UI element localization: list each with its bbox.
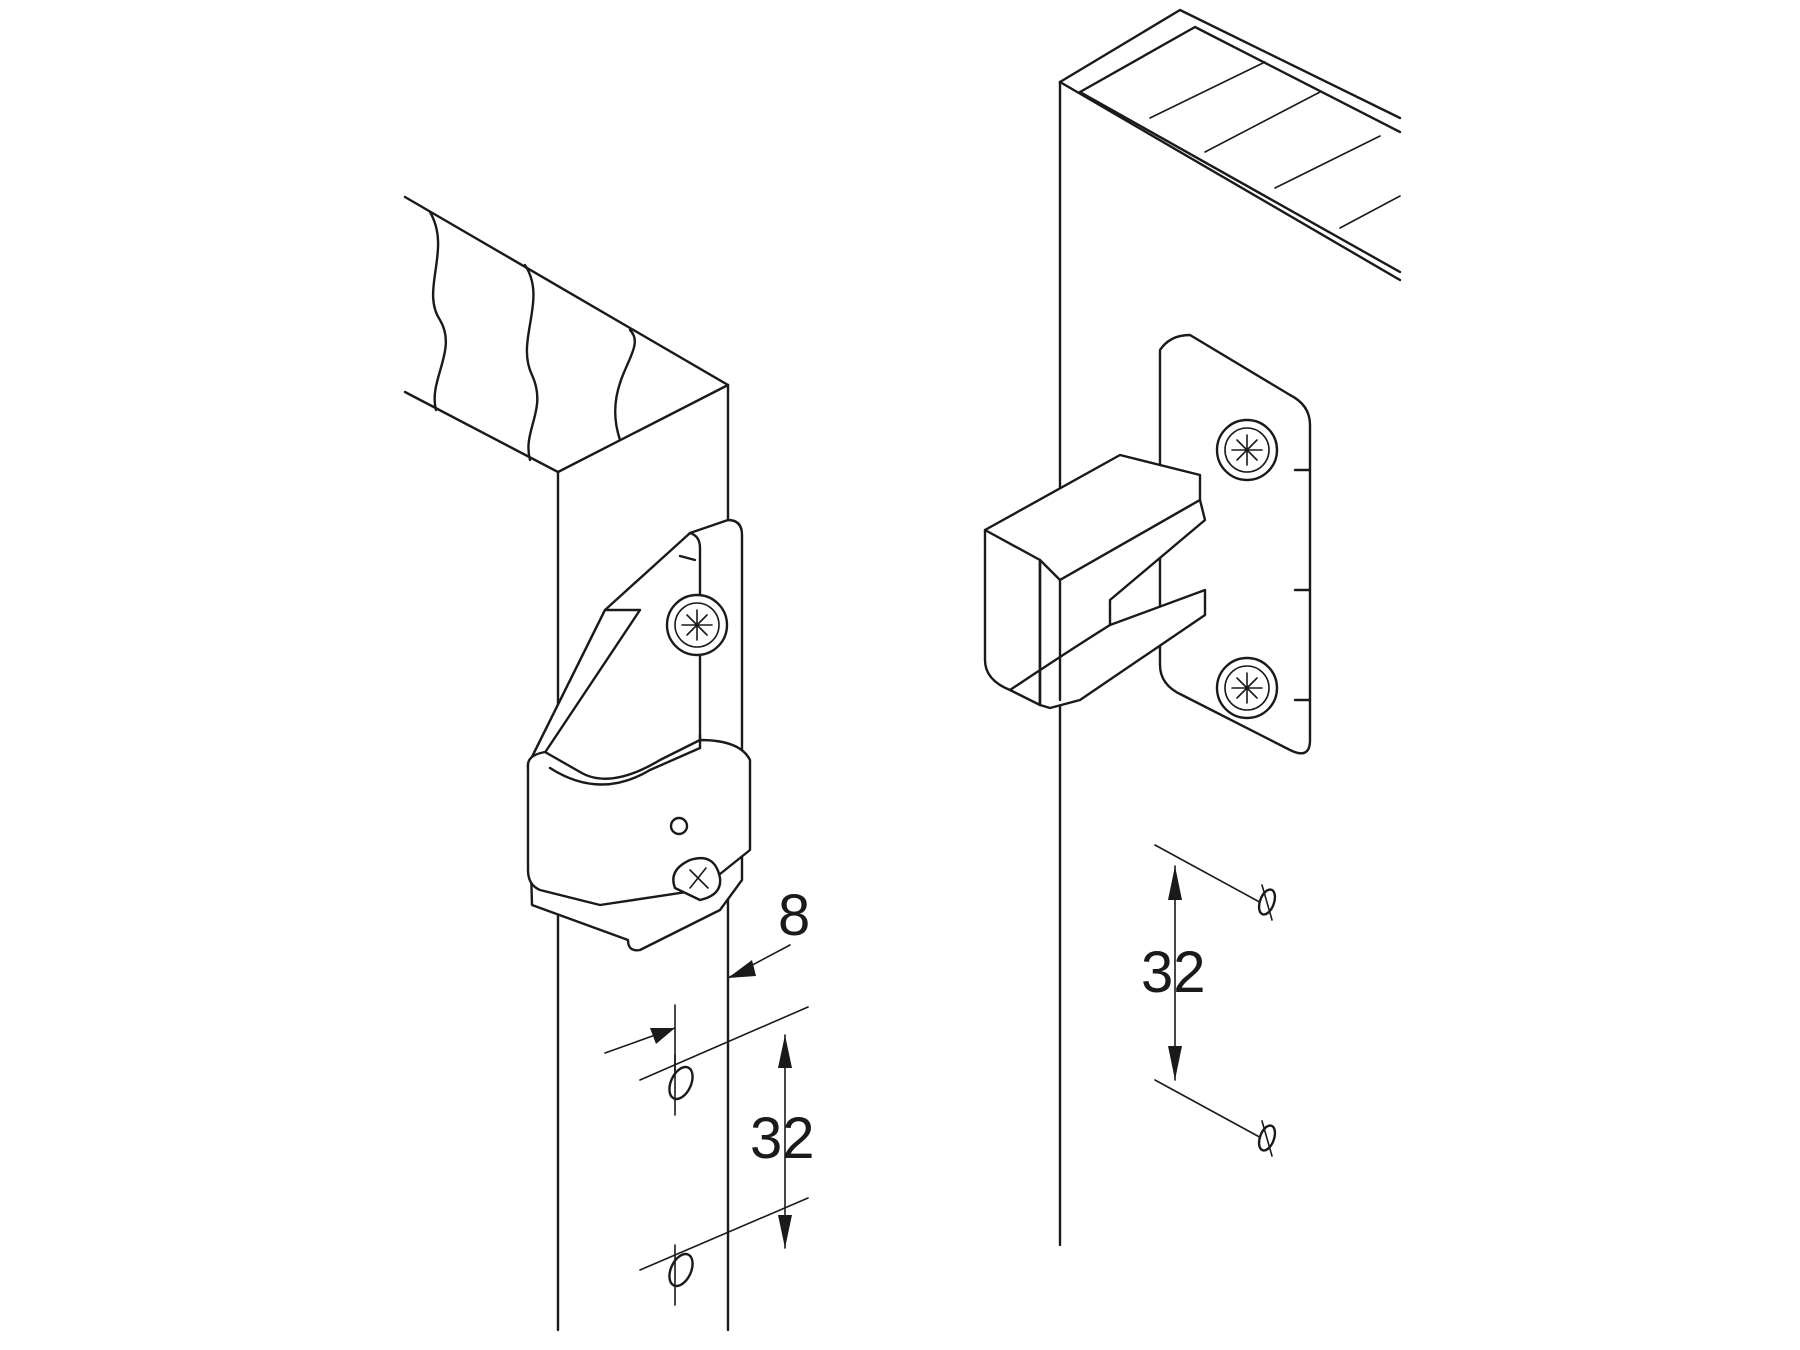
- drill-hole-upper-left: [668, 1065, 694, 1101]
- break-line-1: [428, 210, 447, 412]
- hook-pin-hole: [669, 816, 689, 836]
- screw-head-lower-left: [672, 856, 722, 902]
- dimension-pitch-right: 32: [1141, 844, 1277, 1157]
- dim-pitch-right-label: 32: [1141, 940, 1206, 1005]
- dimension-offset: 8: [604, 883, 810, 1101]
- dimension-pitch-left: 32: [639, 1006, 815, 1306]
- screw-head-lower-right: [1215, 656, 1279, 720]
- dim-offset-label: 8: [778, 883, 810, 948]
- right-connector: [983, 333, 1312, 755]
- dim-pitch-left-label: 32: [750, 1106, 815, 1171]
- break-line-2: [523, 263, 539, 462]
- screw-head-upper-right: [1215, 418, 1279, 482]
- break-line-3: [614, 328, 636, 442]
- screw-head-upper-left: [665, 593, 729, 657]
- drill-hole-lower-left: [668, 1252, 694, 1288]
- left-connector-plate: [526, 518, 752, 952]
